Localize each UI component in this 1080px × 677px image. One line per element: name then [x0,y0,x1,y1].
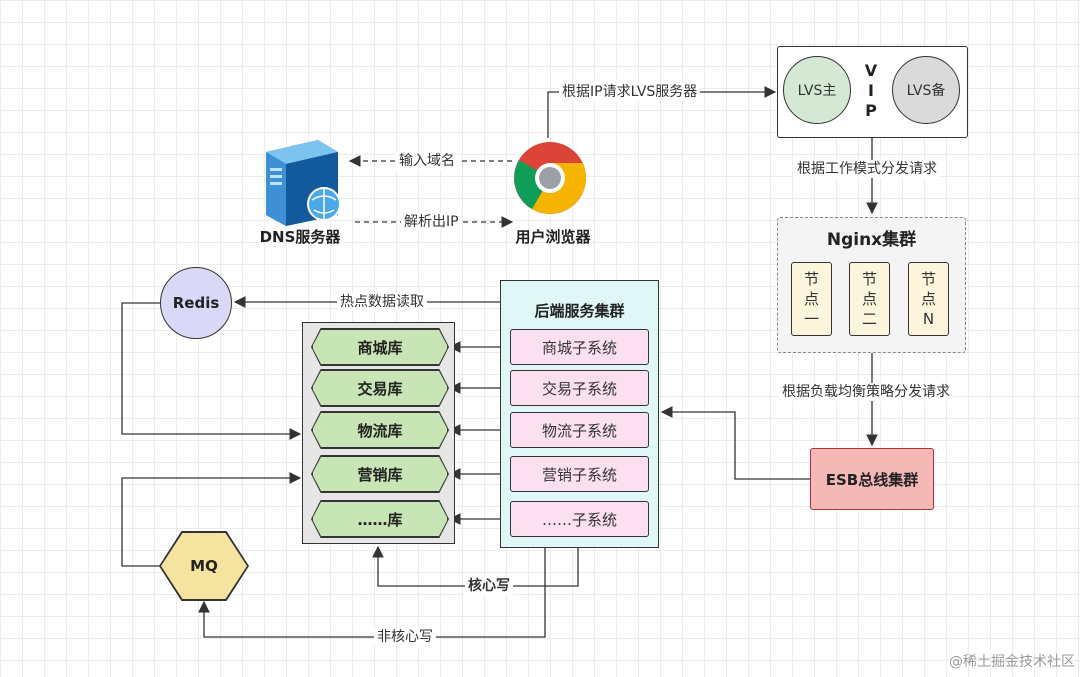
db-etc: ……库 [312,501,448,537]
watermark: @稀土掘金技术社区 [949,654,1075,670]
label-hot-read: 热点数据读取 [337,293,427,311]
label-request-lvs: 根据IP请求LVS服务器 [559,83,701,101]
label-input-domain: 输入域名 [396,152,458,170]
subsystem-mall: 商城子系统 [510,329,649,365]
browser-label: 用户浏览器 [515,227,591,246]
dns-server-label: DNS服务器 [259,227,341,246]
subsystem-trade: 交易子系统 [510,370,649,406]
subsystem-etc: ……子系统 [510,501,649,537]
backend-cluster-title: 后端服务集群 [534,301,625,320]
edge-mq-db [121,472,302,567]
edge-redis-db [121,302,302,440]
dns-server-icon [266,140,341,226]
nginx-node-n: 节 点 N [908,262,949,336]
node-char: 二 [861,310,877,328]
node-char: 点 [803,290,819,308]
db-trade: 交易库 [312,370,448,406]
lvs-backup-node: LVS备 [892,56,960,124]
vip-letter: V [864,61,878,80]
esb-bus-cluster: ESB总线集群 [810,448,934,510]
label-noncore-write: 非核心写 [374,628,436,646]
db-mall: 商城库 [312,329,448,365]
node-char: N [922,310,935,328]
lvs-main-node: LVS主 [783,56,851,124]
vip-letter: P [865,101,877,120]
label-resolve-ip: 解析出IP [401,213,462,231]
edge-esb-backend [660,406,810,480]
vip-label: V I P [858,58,884,124]
browser-icon [514,142,587,214]
db-marketing: 营销库 [312,456,448,492]
node-char: 点 [920,290,936,308]
node-char: 节 [803,270,819,288]
node-char: 一 [803,310,819,328]
label-dispatch-lb: 根据负载均衡策略分发请求 [779,383,953,401]
node-char: 节 [861,270,877,288]
nginx-node-2: 节 点 二 [849,262,890,336]
label-core-write: 核心写 [465,577,513,595]
subsystem-marketing: 营销子系统 [510,456,649,492]
redis-node: Redis [160,267,232,339]
node-char: 点 [861,290,877,308]
label-dispatch-mode: 根据工作模式分发请求 [794,160,940,178]
nginx-cluster-title: Nginx集群 [826,229,917,250]
db-logistics: 物流库 [312,412,448,448]
subsystem-logistics: 物流子系统 [510,412,649,448]
nginx-node-1: 节 点 一 [791,262,832,336]
node-char: 节 [920,270,936,288]
vip-letter: I [868,81,874,100]
